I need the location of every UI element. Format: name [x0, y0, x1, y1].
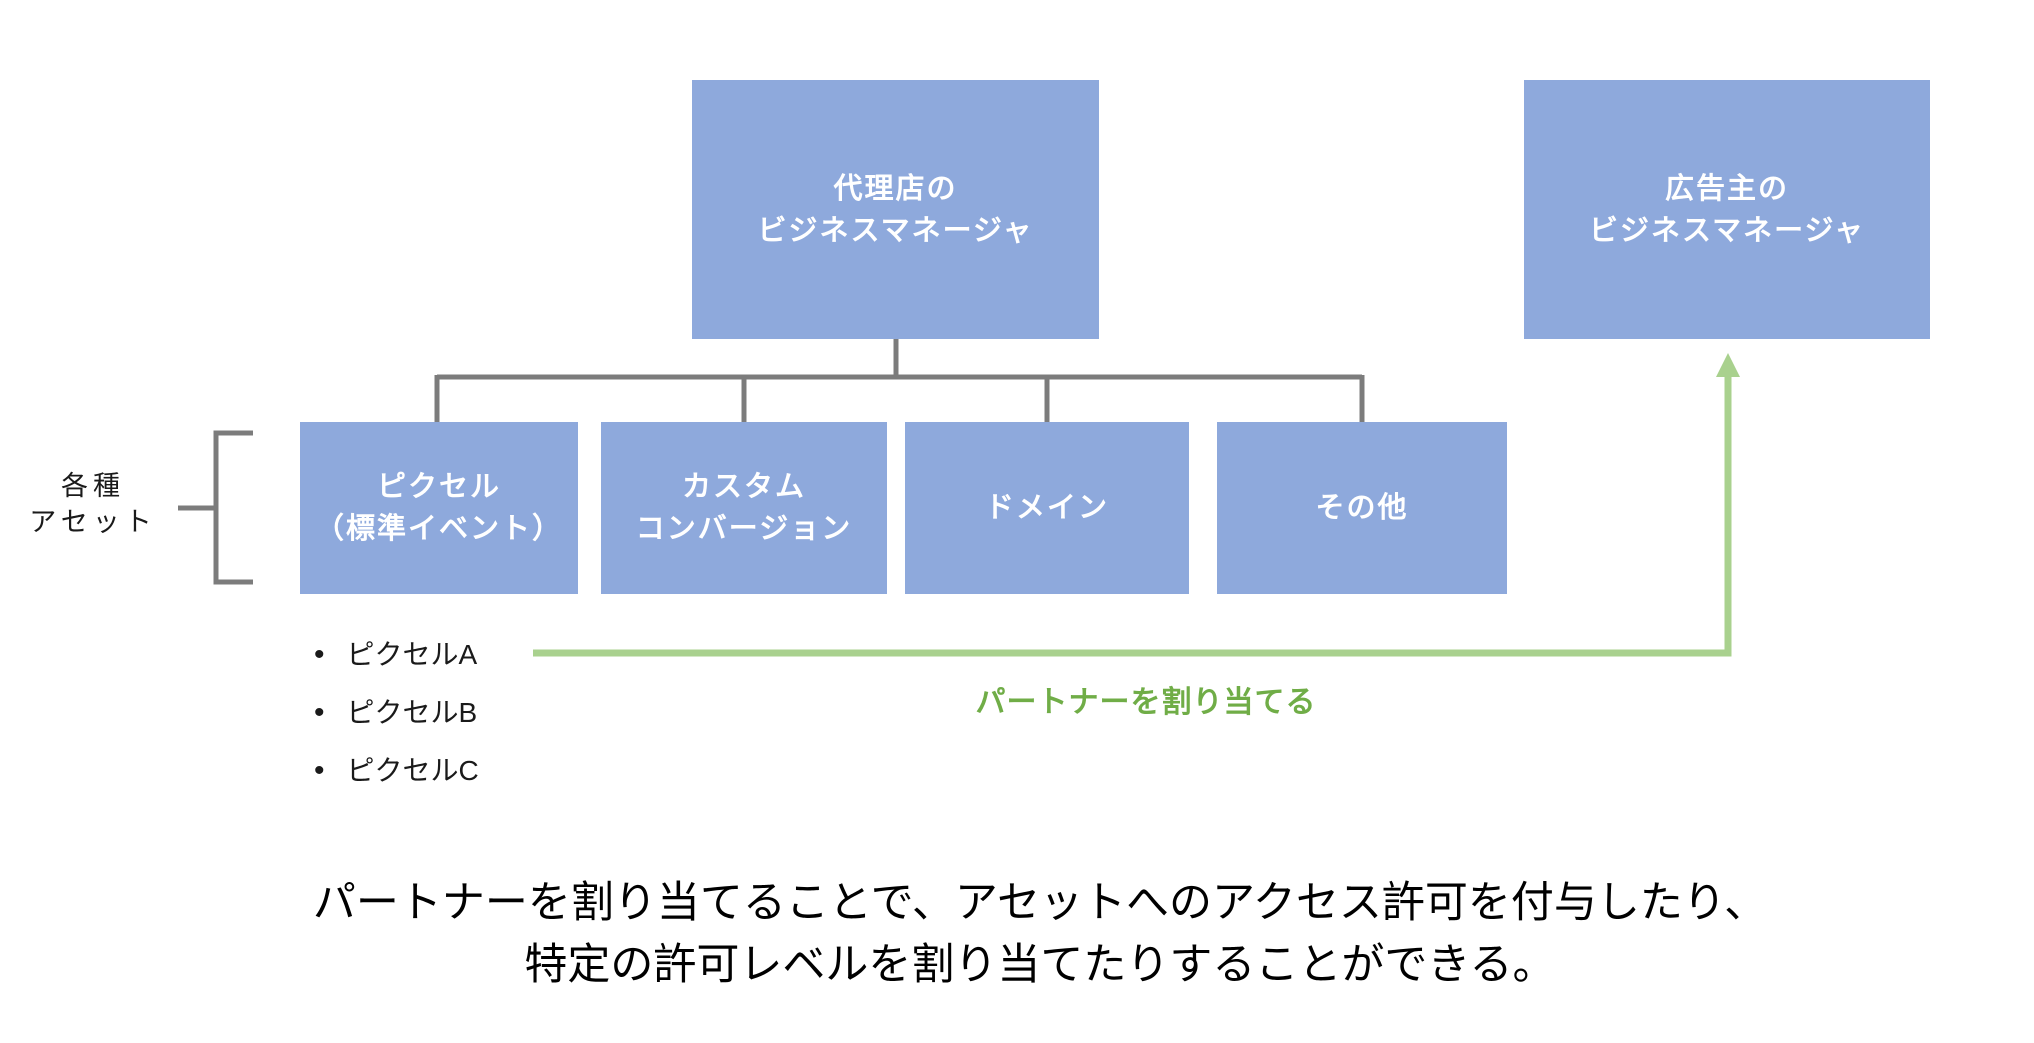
asset-node-domain: ドメイン — [905, 422, 1189, 594]
asset-node-custom-conversion: カスタム コンバージョン — [601, 422, 887, 594]
agency-business-manager-node: 代理店の ビジネスマネージャ — [692, 80, 1099, 339]
advertiser-business-manager-node: 広告主の ビジネスマネージャ — [1524, 80, 1930, 339]
pixel-list: • ピクセルA • ピクセルB • ピクセルC — [314, 626, 479, 800]
bracket-shape — [213, 430, 253, 585]
pixel-b-label: ピクセルB — [346, 697, 478, 728]
asset-node-pixel: ピクセル （標準イベント） — [300, 422, 578, 594]
pixel-c-label: ピクセルC — [346, 755, 479, 786]
asset-node-other-label: その他 — [1315, 492, 1409, 524]
org-connector-lines — [434, 339, 1365, 424]
bullet-icon: • — [314, 638, 325, 671]
bullet-icon: • — [314, 754, 325, 787]
asset-node-other: その他 — [1217, 422, 1507, 594]
list-item: • ピクセルA — [314, 626, 479, 684]
list-item: • ピクセルC — [314, 742, 479, 800]
asset-node-custom-conversion-label: カスタム コンバージョン — [635, 471, 853, 545]
advertiser-business-manager-label: 広告主の ビジネスマネージャ — [1588, 172, 1866, 247]
asset-node-pixel-label: ピクセル （標準イベント） — [314, 471, 563, 545]
list-item: • ピクセルB — [314, 684, 479, 742]
asset-node-domain-label: ドメイン — [984, 492, 1109, 524]
asset-group-bracket — [178, 430, 253, 585]
assign-arrow-head — [1716, 353, 1740, 377]
pixel-a-label: ピクセルA — [346, 639, 478, 670]
bullet-icon: • — [314, 696, 325, 729]
diagram-caption: パートナーを割り当てることで、アセットへのアクセス許可を付与したり、 特定の許可… — [312, 879, 1768, 989]
agency-business-manager-label: 代理店の ビジネスマネージャ — [757, 172, 1034, 247]
assign-partner-label: パートナーを割り当てる — [975, 686, 1317, 719]
asset-group-label: 各種 アセット — [29, 471, 157, 537]
